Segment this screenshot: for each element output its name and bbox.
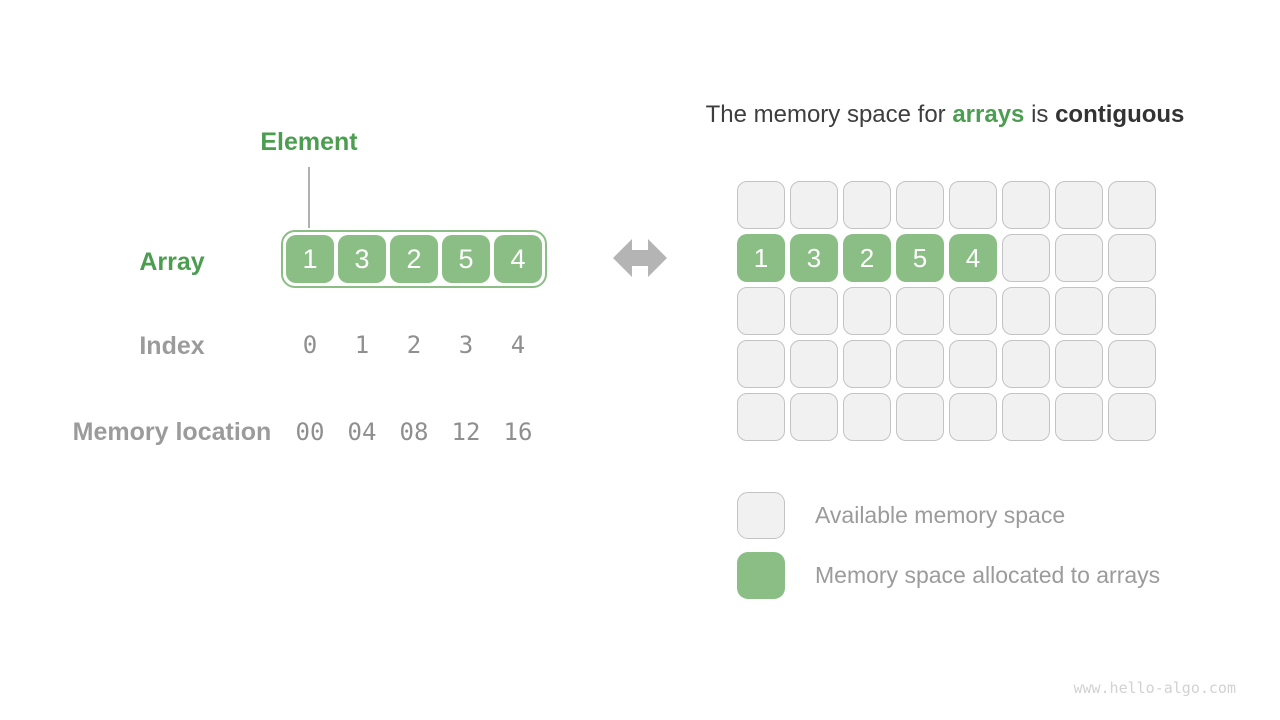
legend: Available memory space Memory space allo… (737, 492, 1160, 599)
memory-cell-available (843, 340, 891, 388)
legend-label: Available memory space (815, 502, 1066, 528)
index-label: Index (139, 332, 205, 360)
memory-cell-available (1108, 340, 1156, 388)
memory-cell-available (843, 287, 891, 335)
memory-cell-available (1108, 234, 1156, 282)
memory-cell-allocated: 2 (843, 234, 891, 282)
memory-location-label: Memory location (72, 418, 272, 446)
memory-cell-available (737, 181, 785, 229)
memory-cell-available (949, 340, 997, 388)
memory-location-value: 04 (347, 418, 377, 446)
memory-cell-available (896, 181, 944, 229)
array-cell: 4 (494, 235, 542, 283)
index-values-row: 0 1 2 3 4 (286, 331, 542, 359)
memory-cell-available (1055, 234, 1103, 282)
memory-cell-available (1002, 340, 1050, 388)
memory-cell-available (843, 393, 891, 441)
memory-cell-available (896, 340, 944, 388)
memory-location-value: 16 (503, 418, 533, 446)
diagram-title: The memory space for arrays is contiguou… (706, 101, 1185, 129)
legend-label: Memory space allocated to arrays (815, 562, 1161, 588)
title-prefix: The memory space for (705, 101, 953, 128)
memory-cell-available (949, 287, 997, 335)
index-value: 3 (458, 331, 474, 359)
title-middle: is (1024, 101, 1056, 128)
memory-cell-available (1055, 287, 1103, 335)
memory-cell-allocated: 4 (949, 234, 997, 282)
memory-cell-available (1108, 287, 1156, 335)
memory-cell-available (737, 340, 785, 388)
memory-location-value: 12 (451, 418, 481, 446)
memory-cell-allocated: 5 (896, 234, 944, 282)
memory-cell-available (1108, 181, 1156, 229)
array-cell: 3 (338, 235, 386, 283)
array-cell: 2 (390, 235, 438, 283)
memory-cell-available (1002, 234, 1050, 282)
memory-cell-available (790, 287, 838, 335)
memory-cell-available (949, 181, 997, 229)
memory-location-value: 00 (295, 418, 325, 446)
memory-location-values-row: 00 04 08 12 16 (286, 418, 542, 446)
watermark: www.hello-algo.com (1073, 679, 1236, 697)
memory-cell-available (1002, 287, 1050, 335)
memory-cell-available (1055, 393, 1103, 441)
memory-cell-available (1002, 181, 1050, 229)
double-arrow-icon (613, 236, 667, 285)
element-label: Element (260, 128, 358, 156)
legend-item-available: Available memory space (737, 492, 1160, 539)
legend-item-allocated: Memory space allocated to arrays (737, 552, 1160, 599)
array-label: Array (139, 248, 205, 276)
allocated-memory-swatch (737, 552, 785, 599)
array-cell: 1 (286, 235, 334, 283)
memory-cell-allocated: 1 (737, 234, 785, 282)
array-cell: 5 (442, 235, 490, 283)
memory-cell-allocated: 3 (790, 234, 838, 282)
title-emphasis-contiguous: contiguous (1055, 101, 1185, 128)
memory-cell-available (896, 393, 944, 441)
memory-cell-available (737, 287, 785, 335)
index-value: 4 (510, 331, 526, 359)
array-container: 1 3 2 5 4 (281, 230, 547, 288)
memory-cell-available (790, 181, 838, 229)
index-value: 0 (302, 331, 318, 359)
memory-cell-available (1002, 393, 1050, 441)
element-connector-line (308, 167, 310, 228)
index-value: 2 (406, 331, 422, 359)
title-highlight-arrays: arrays (952, 101, 1025, 128)
available-memory-swatch (737, 492, 785, 539)
memory-cell-available (1055, 181, 1103, 229)
memory-location-value: 08 (399, 418, 429, 446)
memory-cell-available (790, 340, 838, 388)
memory-cell-available (843, 181, 891, 229)
memory-cell-available (896, 287, 944, 335)
memory-cell-available (949, 393, 997, 441)
memory-cell-available (790, 393, 838, 441)
memory-cell-available (1055, 340, 1103, 388)
index-value: 1 (354, 331, 370, 359)
memory-cell-available (737, 393, 785, 441)
memory-cell-available (1108, 393, 1156, 441)
